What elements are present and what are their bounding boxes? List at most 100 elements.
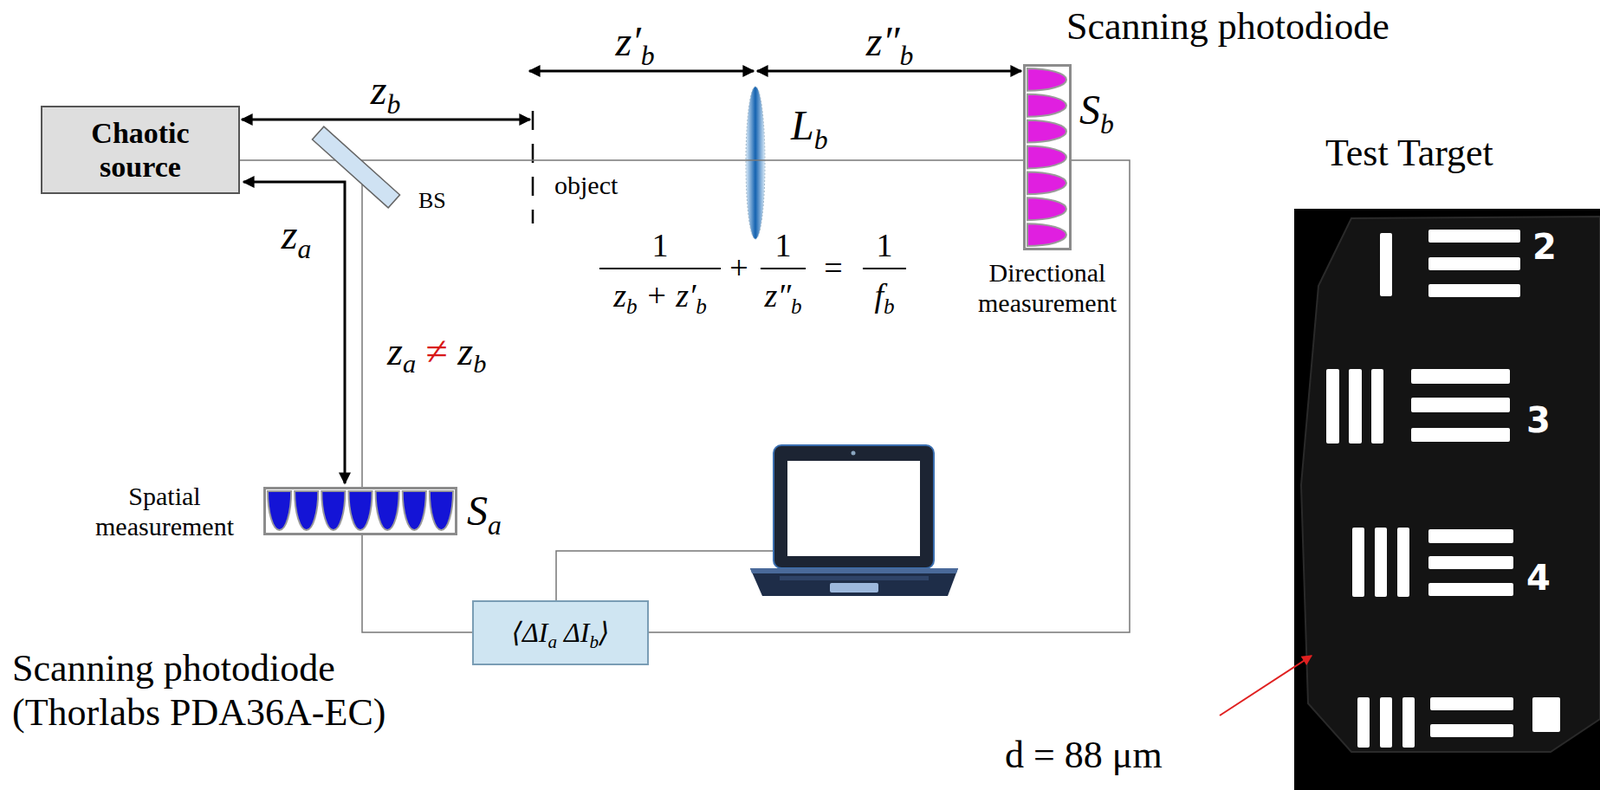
pixel-element [1027,223,1067,247]
pixel-element [1027,197,1067,221]
laptop-screen [787,460,920,557]
fraction-bar [862,267,907,270]
equation-term: z″b [764,277,802,316]
spatial-detector: Spatial measurementSa [263,486,458,536]
subscript: a [297,233,311,265]
detector-caption: Spatial measurement [73,481,256,542]
bar [1379,697,1393,748]
bar [1428,229,1521,243]
detector-id: Sa [466,486,502,535]
pixel-element [402,491,427,531]
part-name: object [554,170,618,201]
correlator-box: ⟨ΔIa ΔIb⟩ [472,600,649,666]
subscript: b [814,124,829,156]
equation-term: 1 [652,226,669,266]
pixel-element [1027,94,1067,117]
signal-wire [362,535,473,633]
subscript: b [472,349,486,379]
chart-digit: 2 [1532,226,1557,267]
part-note: Scanning photodiode (Thorlabs PDA36A-EC) [12,647,463,735]
signal-wire [648,160,1130,633]
detector-array [1025,66,1069,248]
subscript: a [547,630,558,652]
pixel-element [1027,120,1067,143]
subscript: b [790,294,803,318]
pixel-element [1027,68,1067,91]
bar [1379,233,1393,297]
pixel-element [429,491,454,531]
distance-symbol: z′b [615,17,655,65]
fraction-bar [599,267,721,270]
chart-aperture [1301,216,1600,752]
dimension-arrow [757,70,1022,73]
fraction-bar [760,267,806,270]
bar [1326,369,1340,444]
relation-sign: ≠ [426,329,448,374]
part-name: BS [418,187,447,214]
bar [1428,284,1521,298]
distance-symbol: zb [370,65,402,114]
figure-heading: Test Target [1325,131,1494,176]
directional-detector: SbDirectional measurement [1023,64,1072,251]
resolution-chart [1294,208,1600,790]
bar [1428,556,1514,570]
detector-array [265,489,455,533]
subscript: a [402,349,416,379]
wire [361,169,363,487]
equation-operator: = [823,249,843,288]
pixel-element [267,491,292,531]
bar [1532,697,1561,732]
pixel-element [348,491,372,531]
laptop-base [750,568,959,596]
wire [556,550,774,601]
chart-bars [1326,229,1561,748]
bar [1402,697,1415,748]
bar [1348,369,1362,444]
equation-term: 1 [775,226,792,266]
bar [1411,397,1510,413]
subscript: b [626,294,638,318]
dimension-arrow [241,118,531,122]
chart-digit: 4 [1526,557,1551,598]
bar [1371,369,1384,444]
bar [1411,427,1510,442]
equation-term: 1 [876,226,894,266]
bar [1357,697,1370,748]
equation-operator: + [729,249,748,288]
chart-ground [1294,208,1600,790]
detector-id: Sb [1079,85,1115,134]
box-text: Chaotic source [58,116,223,184]
leader-arrow [1219,655,1312,716]
pixel-element [375,491,400,531]
dimension-arrow [243,181,345,484]
distance-symbol: z″b [866,17,914,65]
specimen-plane [531,110,535,224]
distance-symbol: za [281,210,312,259]
box-text: ⟨ΔIa ΔIb⟩ [511,616,610,649]
laptop-keys [779,576,929,581]
lens-symbol-label: Lb [790,101,829,149]
equation-term: zb + z′b [613,277,707,316]
laptop-camera [851,451,856,456]
dimension-note: d = 88 μm [1004,733,1163,778]
bar [1352,527,1365,597]
laptop-touchpad [829,582,879,593]
subscript: a [487,510,502,541]
condition-note: za ≠ zb [387,329,486,376]
subscript: b [899,40,914,72]
bar [1411,369,1510,384]
subscript: b [386,89,401,120]
subscript: b [641,40,655,72]
bar [1374,527,1387,597]
pixel-element [294,491,318,531]
equation-term: fb [874,277,894,316]
detector-caption: Directional measurement [956,258,1139,318]
pixel-element [1027,171,1067,195]
subscript: b [883,294,895,318]
laptop-icon [750,445,959,596]
bar [1428,257,1521,271]
laptop-hinge [750,568,959,574]
subscript: b [589,630,599,652]
chart-digit: 3 [1526,400,1551,441]
